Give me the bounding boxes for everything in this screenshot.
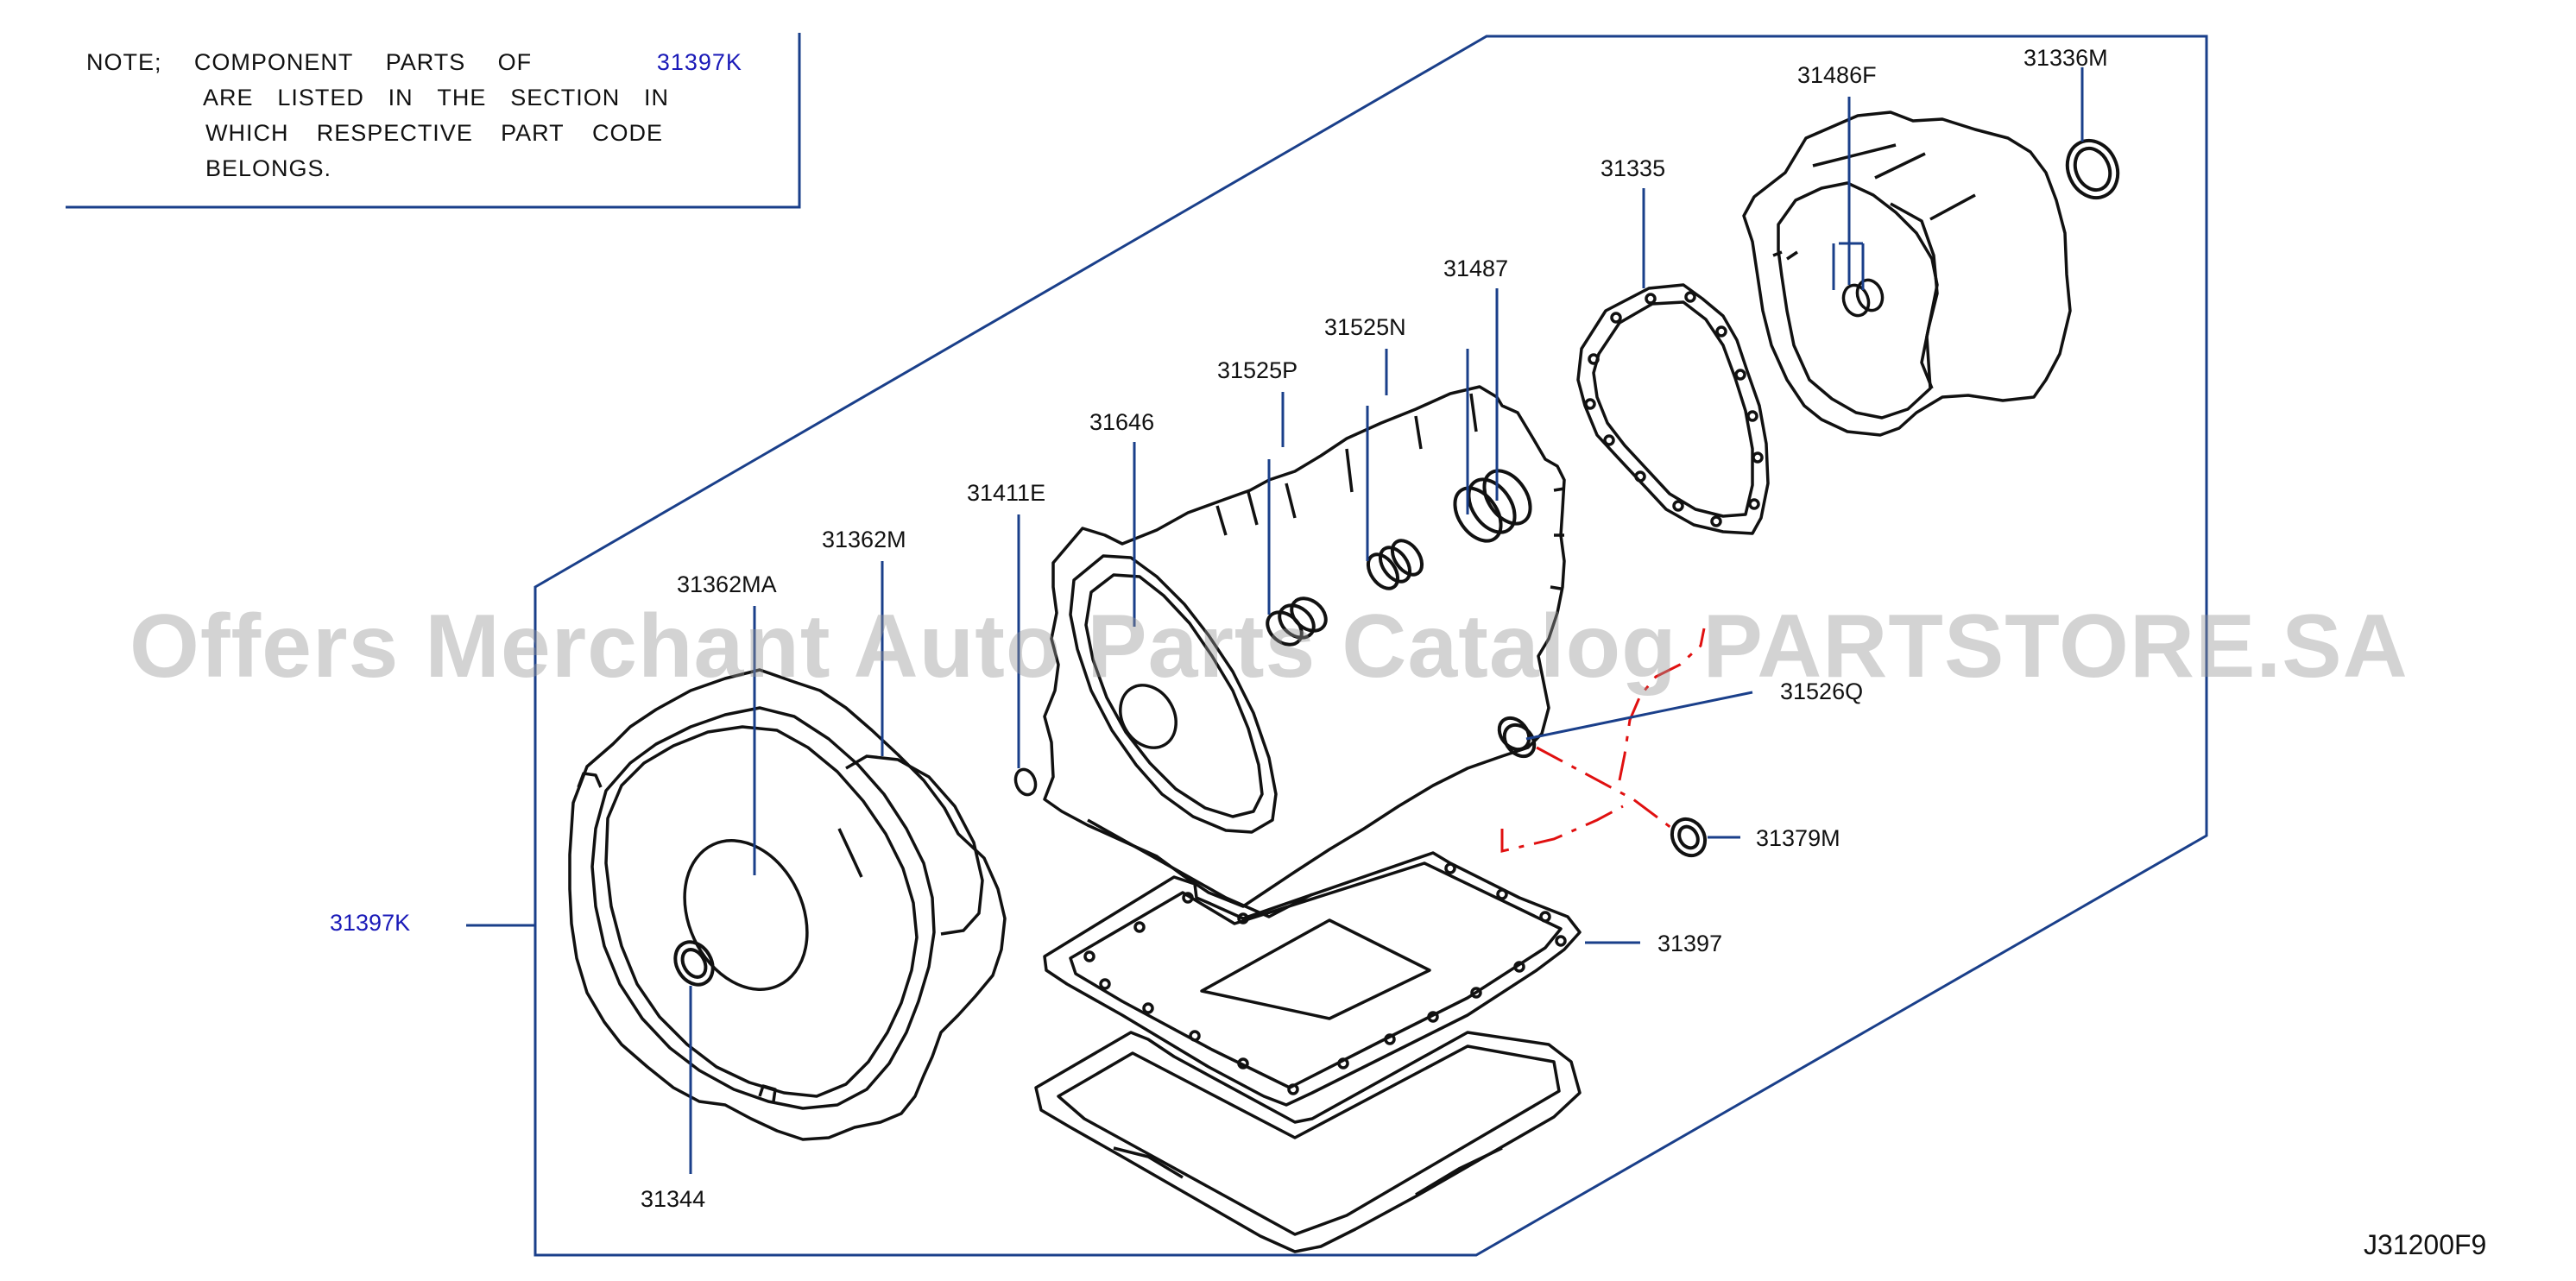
part-label-31525N[interactable]: 31525N [1324, 314, 1406, 340]
part-label-31525P[interactable]: 31525P [1217, 357, 1298, 383]
part-label-31411E[interactable]: 31411E [967, 480, 1046, 506]
part-label-31335[interactable]: 31335 [1601, 155, 1666, 181]
note-word: OF [497, 49, 533, 75]
note-word: SECTION [510, 85, 621, 110]
extension-gasket-31335 [1578, 285, 1768, 533]
oil-pan [1036, 1032, 1580, 1252]
part-label-31397K[interactable]: 31397K [330, 910, 411, 936]
part-label-31336M[interactable]: 31336M [2024, 45, 2108, 71]
note-word: COMPONENT [193, 49, 354, 75]
note-word: WHICH [205, 120, 289, 146]
note-word: LISTED [277, 85, 364, 110]
part-label-31646[interactable]: 31646 [1089, 409, 1155, 435]
converter-housing [570, 670, 1005, 1139]
seal-rings-31525P [1261, 592, 1332, 652]
oil-pan-gasket-31397 [1045, 853, 1580, 1105]
o-ring-31411E [1013, 767, 1039, 798]
note-word: IN [643, 85, 669, 110]
note-word: RESPECTIVE [316, 120, 473, 146]
note-word: IN [388, 85, 414, 110]
note-part-code: 31397K [656, 49, 742, 75]
note-word: THE [437, 85, 487, 110]
note-frame [66, 33, 799, 207]
part-label-31526Q[interactable]: 31526Q [1780, 678, 1864, 704]
leader-lines [466, 67, 2082, 1174]
note-word: PARTS [385, 49, 466, 75]
part-label-31487[interactable]: 31487 [1443, 256, 1509, 281]
phantom-lines [1502, 628, 1704, 851]
part-label-31486F[interactable]: 31486F [1797, 62, 1877, 88]
seal-rings-31525N [1362, 535, 1428, 594]
oil-seal-31336M [2058, 132, 2126, 205]
note-word: CODE [591, 120, 663, 146]
note-word: BELONGS. [205, 155, 332, 181]
seal-31379M [1665, 813, 1711, 861]
seal-31526Q [1493, 712, 1541, 762]
part-label-31362MA[interactable]: 31362MA [677, 571, 777, 597]
watermark: Offers Merchant Auto Parts Catalog PARTS… [129, 596, 2409, 697]
figure-code: J31200F9 [2364, 1229, 2487, 1260]
note-word: NOTE; [86, 49, 162, 75]
note-word: ARE [203, 85, 254, 110]
assembly-frame [535, 36, 2207, 1255]
part-label-31397[interactable]: 31397 [1657, 931, 1723, 956]
part-label-31362M[interactable]: 31362M [822, 527, 906, 552]
oil-seal-31344 [668, 935, 721, 991]
note-text: NOTE; COMPONENT PARTS OF 31397K ARE LIST… [86, 45, 742, 186]
seal-rings-31487 [1445, 463, 1539, 550]
housing-gasket-31362M [839, 756, 982, 934]
part-label-31379M[interactable]: 31379M [1756, 825, 1840, 851]
part-label-31344[interactable]: 31344 [641, 1186, 706, 1212]
rear-extension-housing [1744, 112, 2070, 435]
note-word: PART [501, 120, 565, 146]
